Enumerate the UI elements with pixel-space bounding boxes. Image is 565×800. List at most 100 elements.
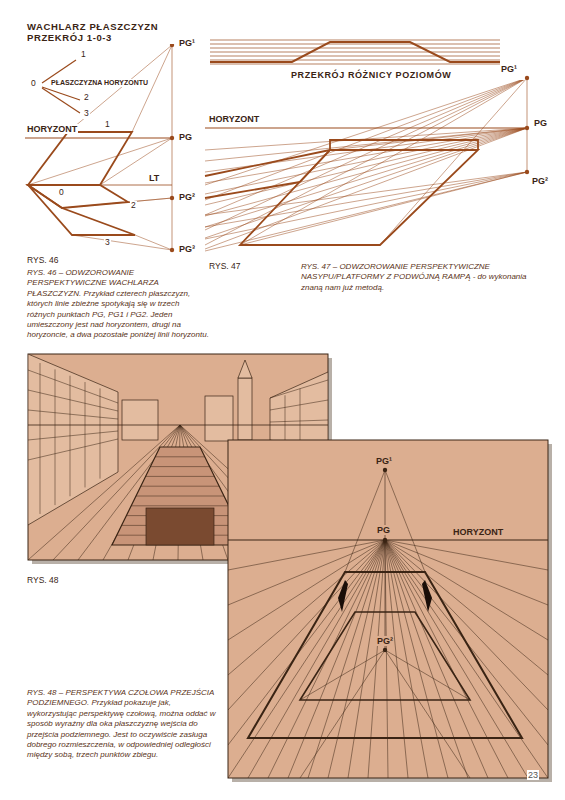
construction-line — [28, 439, 118, 460]
construction-line — [270, 400, 328, 410]
construction-line — [210, 40, 500, 41]
construction-line — [228, 540, 385, 745]
vanishing-point-label: PG² — [376, 636, 394, 646]
construction-line — [28, 431, 118, 440]
construction-line — [135, 235, 172, 250]
construction-line — [155, 456, 205, 457]
left-building — [28, 354, 118, 525]
callout-number: 1 — [104, 120, 111, 130]
construction-line — [28, 410, 118, 419]
construction-line — [288, 540, 385, 778]
vanishing-point-label: PG² — [178, 192, 196, 202]
callout-number: 2 — [83, 93, 90, 103]
construction-line — [146, 476, 215, 477]
construction-line — [100, 388, 101, 478]
tower — [238, 378, 252, 440]
construction-line — [385, 540, 548, 710]
construction-line — [136, 496, 224, 497]
callout-number: 1 — [80, 50, 87, 60]
planes — [28, 132, 135, 235]
vanishing-point-label: PG — [533, 118, 548, 128]
horizon-line — [205, 127, 527, 128]
construction-line — [300, 650, 385, 700]
construction-line — [100, 138, 172, 185]
vanishing-point-label: PG — [376, 525, 391, 535]
construction-line — [85, 382, 86, 487]
horizon-label: HORYZONT — [452, 527, 504, 537]
horizon-label: HORYZONT — [208, 114, 260, 124]
construction-line — [205, 128, 527, 249]
passage-inner — [300, 612, 470, 700]
construction-line — [385, 470, 425, 572]
callout-number: 3 — [104, 238, 111, 248]
construction-line — [205, 172, 527, 227]
construction-line — [28, 370, 118, 403]
construction-line — [385, 540, 448, 778]
construction-line — [28, 138, 172, 185]
construction-line — [210, 52, 500, 53]
construction-line — [210, 48, 500, 49]
construction-line — [205, 128, 527, 183]
construction-line — [205, 80, 527, 245]
construction-line — [210, 56, 500, 57]
callout-number: 0 — [30, 79, 37, 89]
plane-label: PŁASZCZYZNA HORYZONTU — [50, 79, 149, 87]
callout-number: 0 — [58, 188, 65, 198]
construction-line — [385, 650, 470, 700]
construction-line — [205, 172, 527, 215]
construction-line — [228, 540, 385, 778]
tunnel-mouth — [146, 508, 214, 545]
panel — [228, 440, 548, 778]
construction-line — [205, 128, 527, 216]
vanishing-point-label: PG¹ — [375, 456, 393, 466]
construction-line — [205, 128, 527, 227]
section-profile — [210, 42, 500, 62]
figure-caption: RYS. 47 – ODWZOROWANIE PERSPEKTYWICZNE N… — [300, 262, 547, 293]
figure-caption: RYS. 46 – ODWZOROWANIE PERSPEKTYWICZNE W… — [26, 268, 210, 341]
passage-outline — [248, 572, 522, 738]
construction-line — [385, 540, 488, 778]
construction-line — [385, 540, 388, 778]
construction-line — [300, 650, 385, 778]
ground-line-label: LT — [148, 173, 160, 183]
vanishing-axis — [172, 45, 173, 250]
vanishing-points — [525, 76, 529, 174]
construction-line — [210, 60, 500, 61]
horizon-line — [25, 137, 172, 138]
tower-roof — [238, 360, 252, 378]
construction-line — [385, 540, 528, 778]
convergence-lines — [228, 470, 548, 778]
vanishing-points — [170, 43, 174, 252]
construction-line — [345, 470, 385, 572]
construction-line — [385, 540, 548, 675]
vanishing-point-label: PG² — [531, 176, 549, 186]
construction-line — [228, 540, 385, 710]
section-strips — [210, 40, 500, 64]
vanishing-point-label: PG — [178, 132, 193, 142]
construction-line — [248, 540, 385, 778]
construction-line — [131, 505, 229, 506]
platform-figure — [205, 40, 529, 251]
building — [122, 400, 158, 440]
construction-line — [368, 540, 385, 778]
construction-line — [385, 650, 470, 778]
callout-number: 3 — [83, 109, 90, 119]
construction-line — [328, 540, 385, 778]
horizon-label: HORYZONT — [26, 124, 78, 134]
construction-line — [210, 44, 500, 45]
wall-wedge — [338, 580, 348, 612]
building — [205, 396, 233, 441]
construction-line — [228, 540, 385, 675]
construction-line — [205, 172, 527, 251]
construction-line — [240, 172, 527, 245]
construction-line — [205, 128, 527, 238]
construction-line — [385, 540, 508, 778]
construction-line — [205, 172, 527, 239]
page-number: 23 — [527, 770, 539, 780]
construction-line — [28, 390, 118, 411]
vanishing-point-label: PG¹ — [178, 38, 196, 48]
construction-line — [380, 80, 527, 245]
figure-caption: RYS. 48 – PERSPEKTYWA CZOŁOWA PRZEJŚCIA … — [26, 688, 222, 761]
construction-line — [205, 80, 527, 230]
